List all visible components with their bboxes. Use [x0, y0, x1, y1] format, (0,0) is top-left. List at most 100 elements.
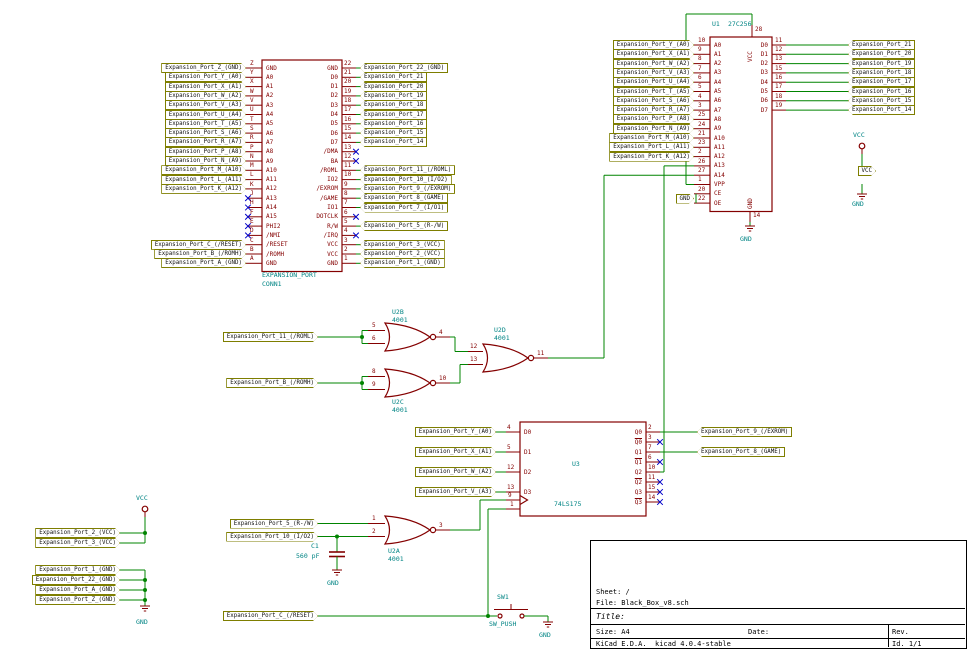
hier-label[interactable]: Expansion_Port_14: [848, 105, 916, 116]
hier-label[interactable]: Expansion_Port_15: [360, 128, 428, 139]
hier-label[interactable]: Expansion_Port_18: [848, 67, 916, 78]
hier-label[interactable]: Expansion_Port_V_(A3): [415, 487, 496, 497]
hier-label[interactable]: Expansion_Port_8_(GAME): [697, 447, 786, 457]
hier-label[interactable]: Expansion_Port_U_(A4): [613, 77, 694, 87]
hier-label[interactable]: Expansion_Port_W_(A2): [415, 467, 496, 477]
hier-label[interactable]: Expansion_Port_X_(A1): [613, 49, 694, 59]
hier-label[interactable]: Expansion_Port_W_(A2): [613, 59, 694, 69]
hier-label[interactable]: Expansion_Port_R_(A7): [613, 105, 694, 115]
hier-label[interactable]: Expansion_Port_K_(A12): [161, 184, 246, 194]
hier-label[interactable]: Expansion_Port_5_(R-/W): [230, 519, 318, 529]
u2a-ref[interactable]: U2A: [388, 547, 400, 555]
hier-label[interactable]: Expansion_Port_1_(GND): [360, 258, 445, 269]
hier-label[interactable]: Expansion_Port_21: [360, 72, 428, 83]
hier-label[interactable]: Expansion_Port_P_(A8): [165, 147, 246, 157]
hier-label[interactable]: Expansion_Port_18: [360, 100, 428, 111]
u2c-ref[interactable]: U2C: [392, 398, 404, 406]
hier-label[interactable]: Expansion_Port_K_(A12): [609, 152, 694, 162]
sw1-value[interactable]: SW_PUSH: [489, 620, 517, 628]
hier-label[interactable]: VCC: [858, 166, 876, 176]
hier-label[interactable]: Expansion_Port_N_(A9): [165, 156, 246, 166]
hier-label[interactable]: Expansion_Port_11_(/ROML): [360, 165, 456, 176]
hier-label[interactable]: Expansion_Port_V_(A3): [613, 68, 694, 78]
hier-label[interactable]: Expansion_Port_C_(/RESET): [223, 611, 318, 621]
u2b-value[interactable]: 4001: [392, 316, 408, 324]
pin-text: A10: [266, 166, 277, 174]
hier-label[interactable]: Expansion_Port_A_(GND): [161, 258, 246, 268]
hier-label[interactable]: Expansion_Port_Y_(A0): [613, 40, 694, 50]
hier-label[interactable]: Expansion_Port_22_(GND): [32, 575, 120, 585]
hier-label[interactable]: Expansion_Port_S_(A6): [165, 128, 246, 138]
u2c-value[interactable]: 4001: [392, 406, 408, 414]
hier-label[interactable]: Expansion_Port_Z_(GND): [35, 595, 120, 605]
hier-label[interactable]: Expansion_Port_U_(A4): [165, 110, 246, 120]
hier-label[interactable]: Expansion_Port_14: [360, 137, 428, 148]
hier-label[interactable]: Expansion_Port_Y_(A0): [165, 72, 246, 82]
hier-label[interactable]: Expansion_Port_21: [848, 40, 916, 50]
pin-text: F: [250, 208, 254, 216]
hier-label[interactable]: Expansion_Port_T_(A5): [613, 87, 694, 97]
hier-label[interactable]: Expansion_Port_8_(GAME): [360, 193, 449, 204]
hier-label[interactable]: Expansion_Port_10_(I/O2): [360, 174, 452, 185]
hier-label[interactable]: Expansion_Port_W_(A2): [165, 91, 246, 101]
hier-label[interactable]: Expansion_Port_B_(/ROMH): [226, 378, 318, 388]
hier-label[interactable]: Expansion_Port_C_(/RESET): [151, 240, 246, 250]
hier-label[interactable]: Expansion_Port_20: [360, 81, 428, 92]
hier-label[interactable]: Expansion_Port_11_(/ROML): [223, 332, 318, 342]
hier-label[interactable]: Expansion_Port_15: [848, 95, 916, 106]
hier-label[interactable]: Expansion_Port_S_(A6): [613, 96, 694, 106]
hier-label[interactable]: Expansion_Port_T_(A5): [165, 119, 246, 129]
hier-label[interactable]: Expansion_Port_3_(VCC): [360, 239, 445, 250]
hier-label[interactable]: Expansion_Port_Z_(GND): [161, 63, 246, 73]
hier-label[interactable]: Expansion_Port_19: [360, 90, 428, 101]
hier-label[interactable]: Expansion_Port_M_(A10): [161, 165, 246, 175]
c1-value[interactable]: 560 pF: [296, 552, 320, 560]
hier-label[interactable]: Expansion_Port_2_(VCC): [35, 528, 120, 538]
hier-label[interactable]: Expansion_Port_1_(GND): [35, 565, 120, 575]
hier-label[interactable]: Expansion_Port_X_(A1): [415, 447, 496, 457]
hier-label[interactable]: Expansion_Port_L_(A11): [161, 175, 246, 185]
hier-label[interactable]: Expansion_Port_X_(A1): [165, 82, 246, 92]
title-block-title: Title:: [596, 612, 625, 621]
u2d-value[interactable]: 4001: [494, 334, 510, 342]
pin-text: Q3: [634, 488, 642, 496]
u2a-value[interactable]: 4001: [388, 555, 404, 563]
hier-label[interactable]: Expansion_Port_N_(A9): [613, 124, 694, 134]
u2b-ref[interactable]: U2B: [392, 308, 404, 316]
hier-label[interactable]: Expansion_Port_Y_(A0): [415, 427, 496, 437]
pin-text: E: [250, 217, 254, 225]
u1-value[interactable]: 27C256: [728, 20, 752, 28]
sw1-ref[interactable]: SW1: [497, 593, 509, 601]
u1-ref[interactable]: U1: [712, 20, 720, 28]
hier-label[interactable]: Expansion_Port_9_(/EXROM): [360, 183, 456, 194]
hier-label[interactable]: Expansion_Port_16: [360, 118, 428, 129]
hier-label[interactable]: Expansion_Port_10_(I/O2): [226, 532, 318, 542]
hier-label[interactable]: Expansion_Port_16: [848, 86, 916, 97]
u3-value[interactable]: 74LS175: [554, 500, 582, 508]
hier-label[interactable]: GND: [676, 194, 694, 204]
conn1-value[interactable]: EXPANSION_PORT: [262, 271, 317, 279]
hier-label[interactable]: Expansion_Port_P_(A8): [613, 114, 694, 124]
hier-label[interactable]: Expansion_Port_7_(I/O1): [360, 202, 449, 213]
hier-label[interactable]: Expansion_Port_R_(A7): [165, 137, 246, 147]
hier-label[interactable]: Expansion_Port_17: [848, 77, 916, 88]
u2d-ref[interactable]: U2D: [494, 326, 506, 334]
pin-text: 13: [344, 143, 352, 151]
hier-label[interactable]: Expansion_Port_L_(A11): [609, 142, 694, 152]
c1-ref[interactable]: C1: [311, 542, 319, 550]
conn1-ref[interactable]: CONN1: [262, 280, 282, 288]
hier-label[interactable]: Expansion_Port_19: [848, 58, 916, 69]
hier-label[interactable]: Expansion_Port_5_(R-/W): [360, 221, 449, 232]
hier-label[interactable]: Expansion_Port_22_(GND): [360, 63, 449, 73]
hier-label[interactable]: Expansion_Port_V_(A3): [165, 100, 246, 110]
hier-label[interactable]: Expansion_Port_20: [848, 49, 916, 60]
hier-label[interactable]: Expansion_Port_9_(/EXROM): [697, 427, 793, 437]
u3-ref[interactable]: U3: [572, 460, 580, 468]
hier-label[interactable]: Expansion_Port_M_(A10): [609, 133, 694, 143]
hier-label[interactable]: Expansion_Port_17: [360, 109, 428, 120]
hier-label[interactable]: Expansion_Port_A_(GND): [35, 585, 120, 595]
hier-label[interactable]: Expansion_Port_3_(VCC): [35, 538, 120, 548]
hier-label[interactable]: Expansion_Port_B_(/ROMH): [154, 249, 246, 259]
hier-label[interactable]: Expansion_Port_2_(VCC): [360, 249, 445, 259]
